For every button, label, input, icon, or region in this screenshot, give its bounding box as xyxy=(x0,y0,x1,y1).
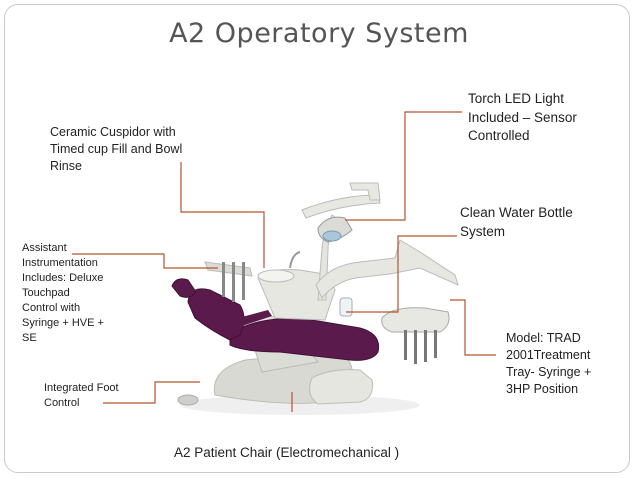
assistant-instrumentation-label: Assistant Instrumentation Includes: Delu… xyxy=(22,242,104,344)
tray-handpiece-3 xyxy=(424,330,427,362)
cuspidor-bowl xyxy=(257,269,295,283)
chair-base-front xyxy=(309,369,373,405)
treatment-tray-model-label: Model: TRAD 2001Treatment Tray- Syringe … xyxy=(506,331,592,396)
torch-led-light-label: Torch LED Light Included – Sensor Contro… xyxy=(468,91,577,143)
tray-handpiece-4 xyxy=(434,330,437,358)
water-bottle xyxy=(339,297,353,317)
foot-control xyxy=(177,394,199,406)
foot-control-label: Integrated Foot Control xyxy=(44,382,119,409)
patient-chair-label: A2 Patient Chair (Electromechanical ) xyxy=(174,445,400,460)
tray-handpiece-1 xyxy=(404,330,407,360)
leader-water xyxy=(346,235,457,313)
cuspidor-label: Ceramic Cuspidor with Timed cup Fill and… xyxy=(50,125,183,173)
assistant-instrument-1 xyxy=(222,262,225,297)
leader-foot xyxy=(103,381,200,404)
tray-handpiece-2 xyxy=(414,330,417,364)
tray-arm xyxy=(315,239,459,299)
leader-model xyxy=(450,299,496,356)
leader-torch xyxy=(345,111,462,221)
chair-backrest xyxy=(187,288,245,341)
assistant-instrument-3 xyxy=(242,262,245,300)
left-armrest xyxy=(238,310,272,326)
light-arm xyxy=(301,194,381,219)
light-yoke xyxy=(349,182,381,201)
leader-assistant xyxy=(72,253,218,269)
chair-headrest xyxy=(171,278,197,298)
torch-lens xyxy=(322,230,342,242)
clean-water-bottle-label: Clean Water Bottle System xyxy=(460,205,573,239)
slide-title: A2 Operatory System xyxy=(169,18,469,49)
treatment-tray xyxy=(381,307,450,333)
leader-cuspidor xyxy=(180,162,265,268)
leader-lines xyxy=(72,111,496,412)
cuspidor-spout xyxy=(289,251,301,269)
chair-seat xyxy=(229,317,380,361)
assistant-instrument-2 xyxy=(232,262,235,302)
